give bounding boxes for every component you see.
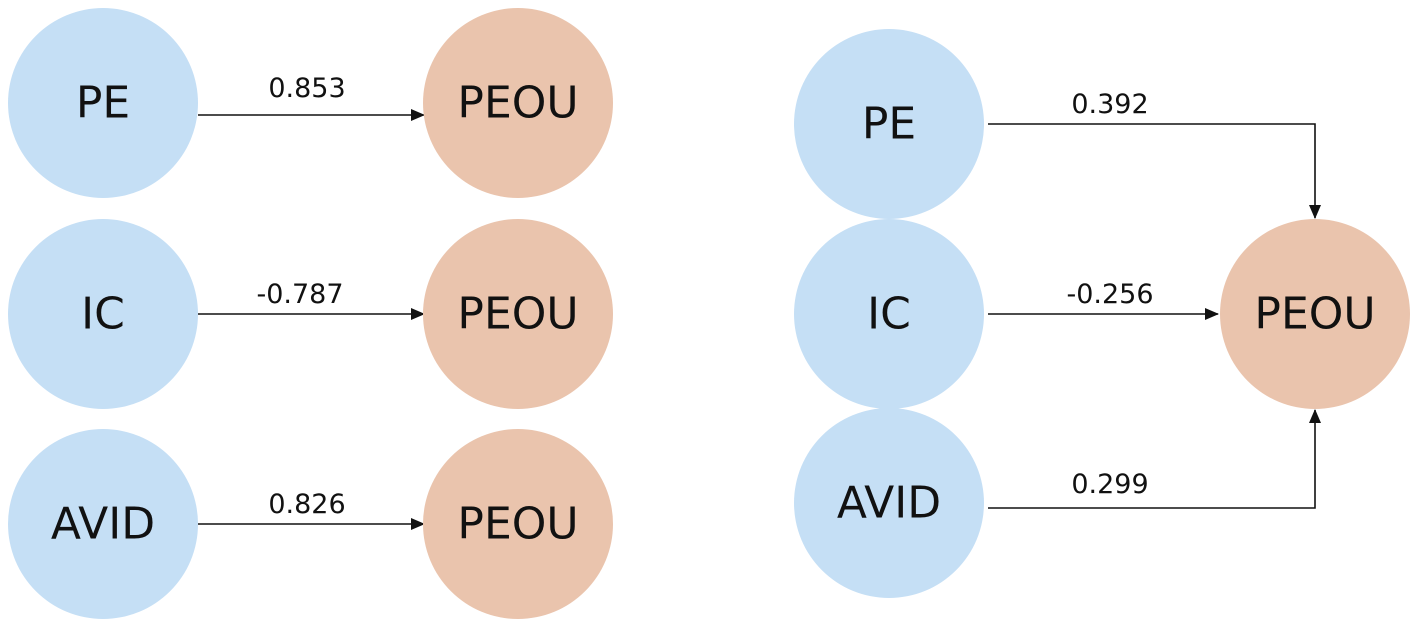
- right-avid-coefficient: 0.299: [1071, 469, 1148, 500]
- right-panel: PE IC AVID PEOU 0.392 -0.256 0.299: [794, 29, 1410, 598]
- right-peou-node: [1220, 219, 1410, 409]
- right-pe-node-label: PE: [862, 99, 916, 150]
- left-peou-node-1: [423, 8, 613, 198]
- left-peou-node-2: [423, 219, 613, 409]
- left-ic-node: [8, 219, 198, 409]
- left-row-ic: IC -0.787 PEOU: [8, 219, 613, 409]
- left-avid-node: [8, 429, 198, 619]
- right-avid-node-label: AVID: [837, 478, 941, 529]
- left-pe-node: [8, 8, 198, 198]
- left-peou-node-1-label: PEOU: [457, 78, 578, 129]
- left-avid-coefficient: 0.826: [268, 489, 345, 520]
- right-ic-coefficient: -0.256: [1066, 279, 1153, 310]
- left-pe-coefficient: 0.853: [268, 73, 345, 104]
- right-pe-to-peou-arrow: [988, 123, 1321, 219]
- left-peou-node-3-label: PEOU: [457, 499, 578, 550]
- left-ic-coefficient: -0.787: [256, 279, 343, 310]
- left-row-pe: PE 0.853 PEOU: [8, 8, 613, 198]
- left-avid-node-label: AVID: [51, 499, 155, 550]
- right-avid-to-peou-arrow: [988, 409, 1321, 509]
- left-panel: PE 0.853 PEOU IC -0.787 PEOU AVID 0.826 …: [8, 8, 613, 619]
- left-pe-node-label: PE: [76, 78, 130, 129]
- right-avid-node: [794, 408, 984, 598]
- right-ic-node-label: IC: [867, 289, 911, 340]
- right-pe-coefficient: 0.392: [1071, 89, 1148, 120]
- left-peou-node-3: [423, 429, 613, 619]
- left-row-avid: AVID 0.826 PEOU: [8, 429, 613, 619]
- right-peou-node-label: PEOU: [1254, 289, 1375, 340]
- left-ic-node-label: IC: [81, 289, 125, 340]
- right-ic-node: [794, 219, 984, 409]
- right-pe-node: [794, 29, 984, 219]
- left-peou-node-2-label: PEOU: [457, 289, 578, 340]
